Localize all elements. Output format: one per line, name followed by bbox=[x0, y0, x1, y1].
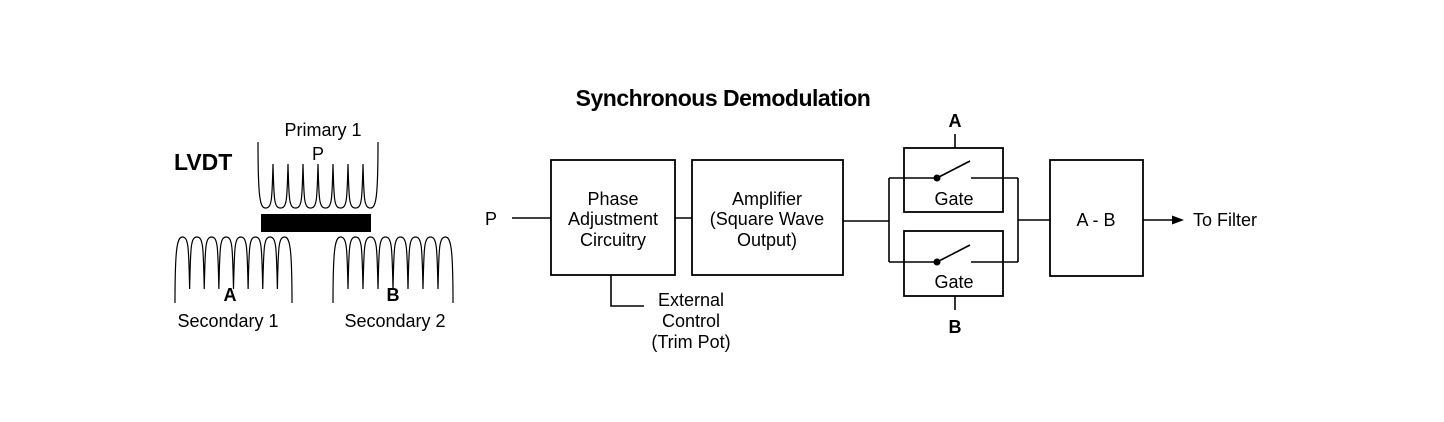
amplifier-box bbox=[691, 159, 844, 276]
lvdt-section: LVDT Primary 1 P A Secondary 1 B Seconda… bbox=[174, 120, 454, 331]
external-control-wire bbox=[610, 275, 644, 307]
gate-a-control-label: A bbox=[949, 111, 962, 131]
secondary-a-coil: A Secondary 1 bbox=[174, 236, 293, 331]
phase-adjustment-block: Phase Adjustment Circuitry bbox=[550, 159, 676, 276]
demod-title: Synchronous Demodulation bbox=[576, 85, 871, 111]
phase-line-1: Phase bbox=[587, 189, 638, 209]
gate-b-label: Gate bbox=[934, 272, 973, 292]
phase-line-2: Adjustment bbox=[568, 209, 658, 229]
gate-a: A Gate bbox=[889, 111, 1018, 213]
primary-letter: P bbox=[312, 144, 324, 164]
phase-line-3: Circuitry bbox=[580, 230, 646, 250]
external-control-line-3: (Trim Pot) bbox=[651, 332, 730, 352]
secondary-a-letter: A bbox=[224, 285, 237, 305]
demod-section: Synchronous Demodulation P Phase Adjustm… bbox=[485, 85, 1257, 352]
difference-label: A - B bbox=[1076, 210, 1115, 230]
gate-b-box bbox=[903, 230, 1004, 297]
gate-b-switch-blade bbox=[936, 244, 971, 263]
gate-a-label: Gate bbox=[934, 189, 973, 209]
difference-box bbox=[1049, 159, 1144, 277]
external-control-line-1: External bbox=[658, 290, 724, 310]
secondary-b-name: Secondary 2 bbox=[344, 311, 445, 331]
primary-winding bbox=[257, 141, 379, 209]
gate-b: Gate B bbox=[889, 230, 1018, 337]
primary-name: Primary 1 bbox=[284, 120, 361, 140]
amplifier-block: Amplifier (Square Wave Output) bbox=[691, 159, 844, 276]
output-arrow-icon bbox=[1172, 215, 1184, 225]
amplifier-line-2: (Square Wave bbox=[710, 209, 824, 229]
lvdt-core bbox=[261, 214, 371, 232]
phase-adjustment-box bbox=[550, 159, 676, 276]
secondary-b-coil: B Secondary 2 bbox=[332, 236, 454, 331]
primary-coil: Primary 1 P bbox=[257, 120, 379, 209]
amplifier-line-3: Output) bbox=[737, 230, 797, 250]
external-control-line-2: Control bbox=[662, 311, 720, 331]
amplifier-line-1: Amplifier bbox=[732, 189, 802, 209]
lvdt-label: LVDT bbox=[174, 149, 232, 175]
secondary-a-name: Secondary 1 bbox=[177, 311, 278, 331]
secondary-b-winding bbox=[332, 236, 454, 304]
gate-a-switch-blade bbox=[936, 160, 971, 179]
input-label: P bbox=[485, 209, 497, 229]
difference-block: A - B bbox=[1049, 159, 1144, 277]
gate-a-box bbox=[903, 147, 1004, 213]
secondary-b-letter: B bbox=[387, 285, 400, 305]
gate-b-control-label: B bbox=[949, 317, 962, 337]
secondary-a-winding bbox=[174, 236, 293, 304]
output-label: To Filter bbox=[1193, 210, 1257, 230]
